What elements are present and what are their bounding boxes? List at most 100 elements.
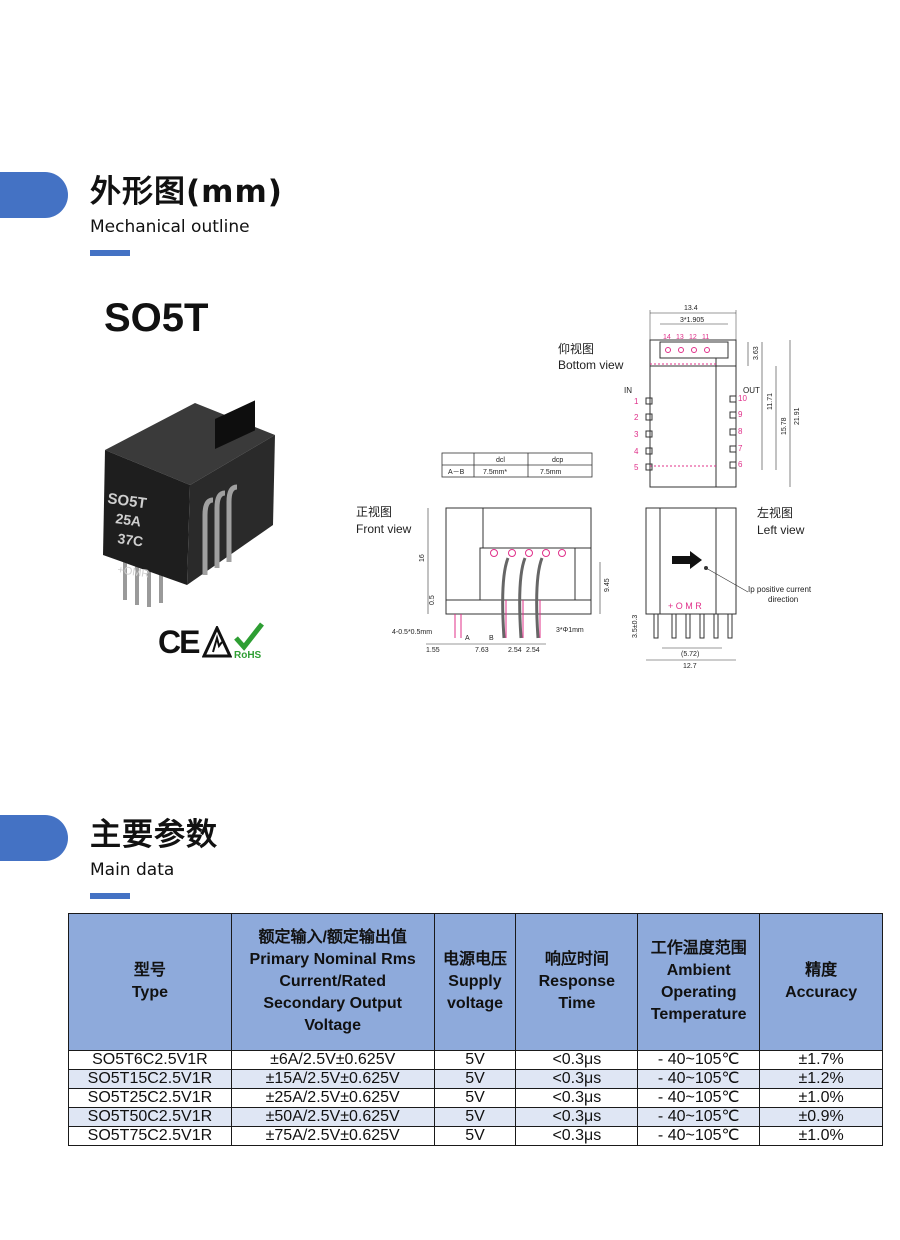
cell-supply: 5V (433, 1088, 517, 1108)
out-label: OUT (743, 386, 760, 395)
dim-pitch-top: 3*1.905 (680, 317, 704, 324)
cell-nominal: ±6A/2.5V±0.625V (230, 1050, 435, 1070)
dim-05: 0.5 (429, 595, 436, 605)
cell-temperature: - 40~105℃ (637, 1126, 761, 1146)
ce-mark-icon: CE (158, 624, 200, 660)
cell-temperature: - 40~105℃ (637, 1088, 761, 1108)
cell-response: <0.3μs (515, 1050, 639, 1070)
left-view (645, 507, 737, 661)
dim-35: 3.5±0.3 (632, 615, 639, 638)
cell-accuracy: ±1.2% (759, 1069, 883, 1089)
cell-response: <0.3μs (515, 1088, 639, 1108)
rohs-check-icon (234, 622, 264, 651)
dim-155: 1.55 (426, 647, 440, 654)
pin-8: 8 (738, 427, 743, 436)
pin-12: 12 (689, 334, 697, 341)
dim-763: 7.63 (475, 647, 489, 654)
front-view-label-en: Front view (356, 522, 412, 536)
pin-14: 14 (663, 334, 671, 341)
section-title-main-data: 主要参数 (90, 817, 218, 853)
clearance-header-dcl: dcl (496, 457, 505, 464)
pin-secondary-note: 3*Φ1mm (556, 627, 584, 634)
rohs-label: RoHS (234, 650, 262, 661)
table-row: SO5T50C2.5V1R ±50A/2.5V±0.625V 5V <0.3μs… (68, 1107, 883, 1127)
left-view-label-en: Left view (757, 523, 805, 537)
body-marking-1: SO5T (106, 490, 147, 512)
sensor-core-slot (215, 400, 255, 450)
cell-supply: 5V (433, 1107, 517, 1127)
table-row: SO5T25C2.5V1R ±25A/2.5V±0.625V 5V <0.3μs… (68, 1088, 883, 1108)
dim-2191: 21.91 (794, 407, 801, 425)
sensor-pins-side (202, 484, 238, 575)
label-b: B (489, 635, 494, 642)
cell-temperature: - 40~105℃ (637, 1107, 761, 1127)
cell-response: <0.3μs (515, 1126, 639, 1146)
cell-temperature: - 40~105℃ (637, 1069, 761, 1089)
cell-nominal: ±15A/2.5V±0.625V (230, 1069, 435, 1089)
esd-warning-icon (202, 626, 232, 658)
pin-13: 13 (676, 334, 684, 341)
bottom-view-top-pins (665, 347, 710, 353)
pin-10: 10 (738, 394, 747, 403)
pin-5: 5 (634, 463, 639, 472)
cell-type: SO5T6C2.5V1R (68, 1050, 232, 1070)
cell-response: <0.3μs (515, 1107, 639, 1127)
pin-note: 4-0.5*0.5mm (392, 629, 432, 636)
dim-127: 12.7 (683, 663, 697, 670)
in-label: IN (624, 386, 632, 395)
sensor-body-front (103, 450, 190, 585)
pin-11: 11 (702, 334, 709, 341)
dim-945: 9.45 (604, 578, 611, 592)
current-direction-arrow-icon (672, 551, 702, 569)
cell-supply: 5V (433, 1050, 517, 1070)
bottom-view (649, 310, 791, 488)
front-view-primary-pins (501, 557, 544, 639)
cell-supply: 5V (433, 1069, 517, 1089)
body-marking-2: 25A (115, 510, 143, 529)
left-view-pins (653, 613, 733, 639)
dim-254a: 2.54 (508, 647, 522, 654)
omr-mark: + O M R (668, 601, 702, 611)
section-tab-marker (0, 815, 68, 861)
ip-note-dot (704, 566, 708, 570)
front-view-secondary-pins (454, 549, 566, 638)
cell-nominal: ±25A/2.5V±0.625V (230, 1088, 435, 1108)
front-view (427, 507, 601, 615)
table-row: SO5T6C2.5V1R ±6A/2.5V±0.625V 5V <0.3μs -… (68, 1050, 883, 1070)
dim-16: 16 (419, 554, 426, 562)
section-subtitle-main-data: Main data (90, 860, 175, 880)
ip-note-line-1: Ip positive current (748, 585, 812, 594)
cell-supply: 5V (433, 1126, 517, 1146)
cell-type: SO5T15C2.5V1R (68, 1069, 232, 1089)
cell-response: <0.3μs (515, 1069, 639, 1089)
ip-note-line-2: direction (768, 595, 798, 604)
table-row: SO5T15C2.5V1R ±15A/2.5V±0.625V 5V <0.3μs… (68, 1069, 883, 1089)
pin-6: 6 (738, 460, 743, 469)
cell-nominal: ±50A/2.5V±0.625V (230, 1107, 435, 1127)
clearance-table (441, 452, 593, 478)
product-model-title: SO5T (104, 296, 209, 340)
dim-1171: 11.71 (767, 393, 774, 410)
mechanical-drawing: 仰视图 Bottom view 14 13 12 11 13.4 3*1.905… (356, 305, 812, 670)
cell-type: SO5T75C2.5V1R (68, 1126, 232, 1146)
section-subtitle-outline: Mechanical outline (90, 217, 250, 237)
front-view-label-cn: 正视图 (356, 504, 392, 519)
body-marking-4: +OMR (117, 564, 151, 580)
clearance-header-dcp: dcp (552, 457, 563, 464)
section-tab-marker (0, 172, 68, 218)
table-row: SO5T75C2.5V1R ±75A/2.5V±0.625V 5V <0.3μs… (68, 1126, 883, 1146)
cell-nominal: ±75A/2.5V±0.625V (230, 1126, 435, 1146)
cell-accuracy: ±1.7% (759, 1050, 883, 1070)
product-photo: SO5T 25A 37C +OMR (103, 400, 275, 607)
cell-type: SO5T50C2.5V1R (68, 1107, 232, 1127)
cell-accuracy: ±0.9% (759, 1107, 883, 1127)
dim-572: (5.72) (681, 651, 699, 658)
cell-accuracy: ±1.0% (759, 1088, 883, 1108)
clearance-dcl-value: 7.5mm* (483, 469, 507, 476)
